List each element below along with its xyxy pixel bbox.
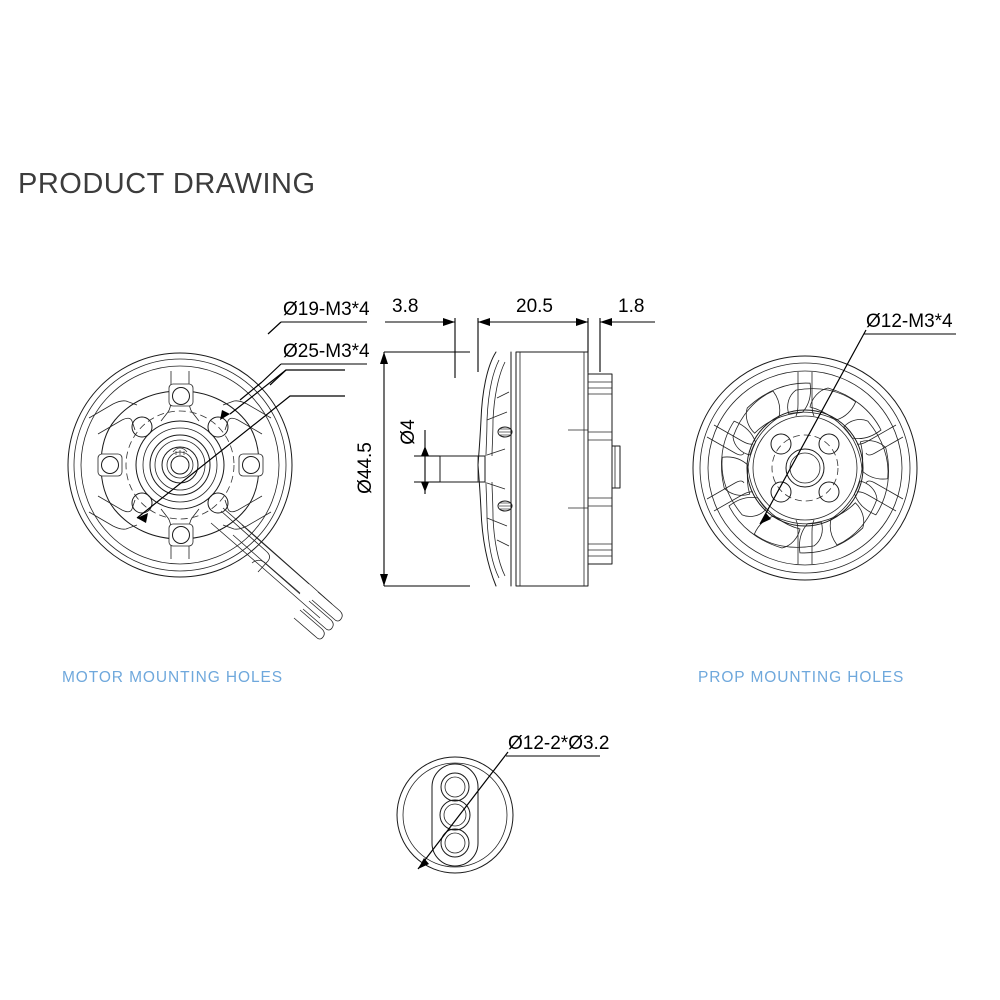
bolt-circle-12 — [771, 434, 839, 502]
prop-spokes — [706, 372, 904, 564]
mount-pad-hole-right — [242, 456, 260, 474]
prop-rim-fillet — [707, 370, 903, 566]
shaft-end-hole-top — [440, 772, 470, 802]
callout-d12-2-text: Ø12-2*Ø3.2 — [508, 733, 609, 754]
motor-rim-fillet — [80, 365, 280, 565]
hub-ring-3 — [149, 434, 211, 496]
prop-hub-disc-inner — [752, 415, 858, 521]
prop-top-view — [692, 329, 918, 581]
prop-callout-text: Ø12-M3*4 — [864, 311, 956, 335]
hub-ring-4 — [154, 439, 206, 491]
page-title: PRODUCT DRAWING — [18, 168, 316, 200]
prop-center-bore-outer — [785, 448, 825, 488]
mount-pad-hole-bottom — [172, 526, 190, 544]
dim-20-5-text: 20.5 — [516, 296, 553, 317]
shaft-end-callout-leader — [417, 751, 509, 870]
shaft-end-hole-bottom — [440, 828, 470, 858]
prop-outer-rim — [692, 355, 918, 581]
shaft-end-hole-top-inner — [444, 776, 466, 798]
motor-mount-pads — [97, 383, 264, 547]
shaft-end-slot — [431, 763, 479, 867]
motor-bottom-view — [67, 352, 345, 640]
shaft-bore — [170, 455, 190, 475]
callout-d12-m3-text: Ø12-M3*4 — [866, 311, 953, 332]
motor-bell-profile — [477, 351, 513, 587]
dim-d44-5-text: Ø44.5 — [355, 442, 376, 494]
prop-m3-holes — [770, 433, 840, 503]
shaft-end-center-bore-inner — [443, 803, 467, 827]
side-view-extension-lines — [454, 318, 601, 378]
motor-side-view: 3.8 20.5 1.8 Ø44.5 Ø4 — [355, 296, 655, 587]
motor-base-flange — [568, 373, 621, 565]
dim-3-8-text: 3.8 — [392, 296, 418, 317]
dim-d4 — [414, 430, 468, 494]
prop-callout-leader — [759, 329, 867, 525]
caption-motor-mounting-holes: MOTOR MOUNTING HOLES — [62, 669, 283, 686]
dim-chain-horizontal — [385, 318, 655, 326]
dim-d44-5 — [380, 351, 470, 587]
callout-d19-text: Ø19-M3*4 — [283, 299, 370, 320]
shaft-end-center-bore — [439, 799, 471, 831]
shaft-end-outer-inner — [402, 762, 508, 868]
dim-1-8-text: 1.8 — [618, 296, 644, 317]
mount-pad-hole-top — [172, 387, 190, 405]
motor-mounting-plate — [100, 390, 260, 540]
prop-center-bore — [789, 452, 821, 484]
bell-screws — [497, 426, 513, 512]
shaft-end-callout-text: Ø12-2*Ø3.2 — [506, 733, 609, 757]
hub-ring-2 — [142, 427, 218, 503]
mount-pad-hole-left — [101, 456, 119, 474]
motor-can-body — [510, 351, 589, 587]
motor-outer-rim — [67, 352, 293, 578]
motor-callout-texts: Ø19-M3*4 Ø25-M3*4 — [239, 299, 370, 401]
hub-ring-outer — [135, 420, 225, 510]
motor-outer-rim-inner — [73, 358, 287, 572]
shaft-end-view — [396, 751, 514, 874]
dim-d4-text: Ø4 — [398, 419, 419, 445]
bolt-circle-25 — [125, 410, 235, 520]
prop-vent-openings — [721, 382, 889, 554]
motor-wires — [210, 507, 343, 640]
shaft-end-hole-bottom-inner — [444, 832, 466, 854]
caption-prop-mounting-holes: PROP MOUNTING HOLES — [698, 669, 905, 686]
prop-outer-rim-inner — [699, 362, 911, 574]
motor-callout-leaders — [136, 369, 345, 523]
prop-hub-disc — [746, 409, 864, 527]
motor-m3-holes — [131, 416, 229, 514]
callout-d25-text: Ø25-M3*4 — [283, 341, 370, 362]
shaft-end-outer — [396, 756, 514, 874]
